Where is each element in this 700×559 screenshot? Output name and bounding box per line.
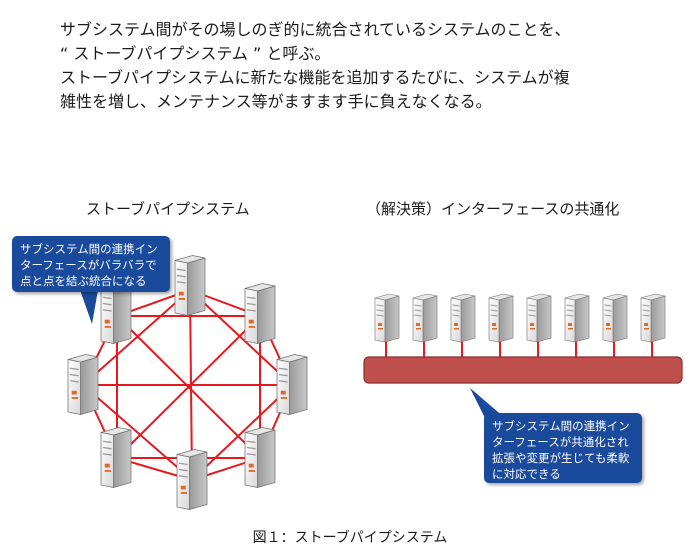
common-interface-bus	[363, 356, 683, 384]
link-line	[82, 384, 193, 481]
server-icon	[374, 293, 400, 343]
callout-tail	[470, 388, 505, 418]
server-icon	[176, 448, 208, 511]
intro-line: 雑性を増し、メンテナンス等がますます手に負えなくなる。	[60, 92, 492, 111]
solution-callout: サブシステム間の連携イン ターフェースが共通化され 拡張や変更が生じても柔軟 に…	[484, 413, 642, 483]
intro-text: サブシステム間がその場しのぎ的に統合されているシステムのことを、 “ ストーブパ…	[60, 18, 680, 114]
server-icon	[276, 353, 308, 416]
callout-line: に対応できる	[492, 467, 561, 481]
server-icon	[526, 293, 552, 343]
figure-caption: 図１：ストーブパイプシステム	[252, 530, 448, 546]
link-line	[116, 315, 261, 459]
intro-line: サブシステム間がその場しのぎ的に統合されているシステムのことを、	[60, 20, 571, 39]
server-icon	[244, 426, 276, 489]
left-diagram-title: ストーブパイプシステム	[86, 200, 250, 218]
link-line	[191, 384, 293, 481]
callout-tail	[80, 290, 98, 324]
server-icon	[564, 293, 590, 343]
right-diagram-title: （解決策）インターフェースの共通化	[366, 200, 620, 218]
server-icon	[602, 293, 628, 343]
intro-line: ストーブパイプシステムに新たな機能を追加するたびに、システムが複	[60, 68, 570, 87]
callout-line: ターフェースが共通化され	[492, 435, 629, 449]
server-icon	[412, 293, 438, 343]
callout-line: 点と点を結ぶ統合になる	[20, 274, 147, 288]
link-line	[189, 289, 293, 386]
stovepipe-callout: サブシステム間の連携イン ターフェースがバラバラで 点と点を結ぶ統合になる	[12, 236, 170, 292]
server-icon	[67, 353, 99, 416]
intro-line: “ ストーブパイプシステム ” と呼ぶ。	[60, 44, 331, 63]
callout-line: サブシステム間の連携イン	[492, 419, 630, 433]
callout-line: サブシステム間の連携イン	[20, 242, 158, 256]
callout-line: ターフェースがバラバラで	[20, 258, 157, 272]
server-icon	[244, 282, 276, 345]
link-line	[82, 289, 191, 386]
server-icon	[100, 426, 132, 489]
server-icon	[640, 293, 666, 343]
server-icon	[174, 254, 206, 317]
server-icon	[100, 282, 132, 345]
server-icon	[450, 293, 476, 343]
server-icon	[488, 293, 514, 343]
callout-line: 拡張や変更が生じても柔軟	[492, 451, 630, 465]
